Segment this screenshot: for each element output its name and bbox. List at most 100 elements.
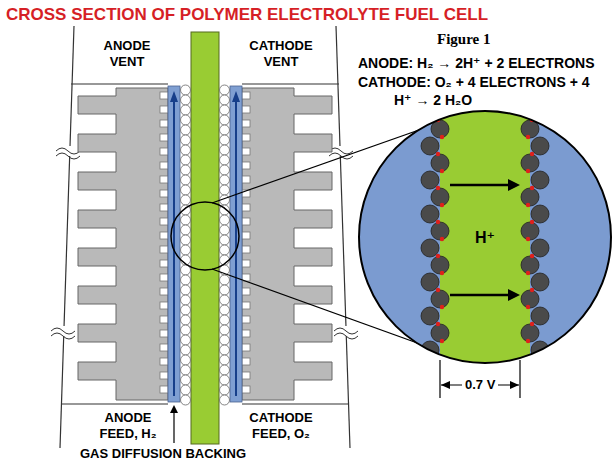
gas-channel [242,316,250,323]
catalyst-bead [181,295,191,305]
catalyst-particle [531,239,549,257]
catalyst-particle [421,273,439,291]
catalyst-particle [431,324,449,342]
gas-channel [242,232,250,239]
catalyst-bead [220,95,230,105]
gas-channel [160,372,168,379]
platinum-dot [526,237,530,241]
catalyst-particle [421,110,439,121]
gas-channel [242,386,250,393]
dimension-arrow [441,381,450,389]
catalyst-bead [220,365,230,375]
catalyst-particle [521,222,539,240]
break-mark [334,333,358,339]
platinum-dot [436,322,440,326]
catalyst-bead [220,315,230,325]
gas-channel [242,134,250,141]
platinum-dot [530,220,534,224]
dimension-line [439,360,440,398]
platinum-dot [436,220,440,224]
platinum-dot [526,169,530,173]
platinum-dot [440,339,444,343]
platinum-dot [530,322,534,326]
catalyst-bead [181,325,191,335]
platinum-dot [436,356,440,360]
catalyst-particle [531,205,549,223]
catalyst-bead [181,135,191,145]
catalyst-bead [220,275,230,285]
frame-line [242,83,339,84]
gas-diffusion-backing [358,110,612,364]
gas-diffusion-backing [168,86,180,402]
catalyst-bead [220,135,230,145]
catalyst-particle [521,290,539,308]
gas-channel [160,232,168,239]
magnified-content [358,110,612,364]
platinum-dot [530,288,534,292]
platinum-dot [440,169,444,173]
catalyst-bead [220,105,230,115]
gas-channel [242,358,250,365]
proton-arrow [508,289,520,301]
catalyst-bead [181,145,191,155]
catalyst-bead [220,335,230,345]
gas-channel [242,92,250,99]
platinum-dot [436,186,440,190]
flow-field-plate [78,88,168,400]
platinum-dot [526,135,530,139]
catalyst-particle [431,358,449,364]
leader-line [170,405,178,413]
gas-channel [160,204,168,211]
catalyst-bead [181,95,191,105]
gas-channel [160,386,168,393]
gas-channel [242,372,250,379]
catalyst-particle [431,154,449,172]
leader-line [173,412,174,443]
catalyst-bead [181,305,191,315]
catalyst-bead [181,285,191,295]
catalyst-bead [181,355,191,365]
vent-label: CATHODE VENT [246,38,316,70]
catalyst-bead [181,155,191,165]
gas-channel [242,288,250,295]
catalyst-bead [220,395,230,405]
catalyst-bead [181,215,191,225]
frame-line [242,403,348,404]
frame-line [336,26,350,448]
gas-flow-arrow [170,91,178,102]
catalyst-bead [181,175,191,185]
gas-channel [160,344,168,351]
catalyst-particle [531,273,549,291]
catalyst-bead [181,335,191,345]
gas-channel [242,162,250,169]
gas-channel [160,218,168,225]
gas-channel [160,176,168,183]
vent-label: ANODE VENT [98,38,156,70]
catalyst-particle [521,358,539,364]
catalyst-bead [220,305,230,315]
catalyst-bead [181,375,191,385]
platinum-dot [530,152,534,156]
catalyst-particle [531,110,549,121]
frame-line [60,26,74,448]
gas-channel [160,148,168,155]
catalyst-bead [220,375,230,385]
catalyst-bead [220,225,230,235]
flow-field-plate [242,88,332,400]
platinum-dot [440,271,444,275]
gas-channel [160,162,168,169]
platinum-dot [436,152,440,156]
gas-channel [160,260,168,267]
catalyst-particle [521,256,539,274]
gas-channel [160,274,168,281]
catalyst-bead [181,165,191,175]
gas-channel [242,260,250,267]
catalyst-particle [431,290,449,308]
catalyst-bead [220,125,230,135]
break-mark [55,146,81,156]
gas-channel [160,134,168,141]
gas-channel [242,120,250,127]
gas-channel [242,330,250,337]
catalyst-bead [181,235,191,245]
catalyst-bead [181,115,191,125]
